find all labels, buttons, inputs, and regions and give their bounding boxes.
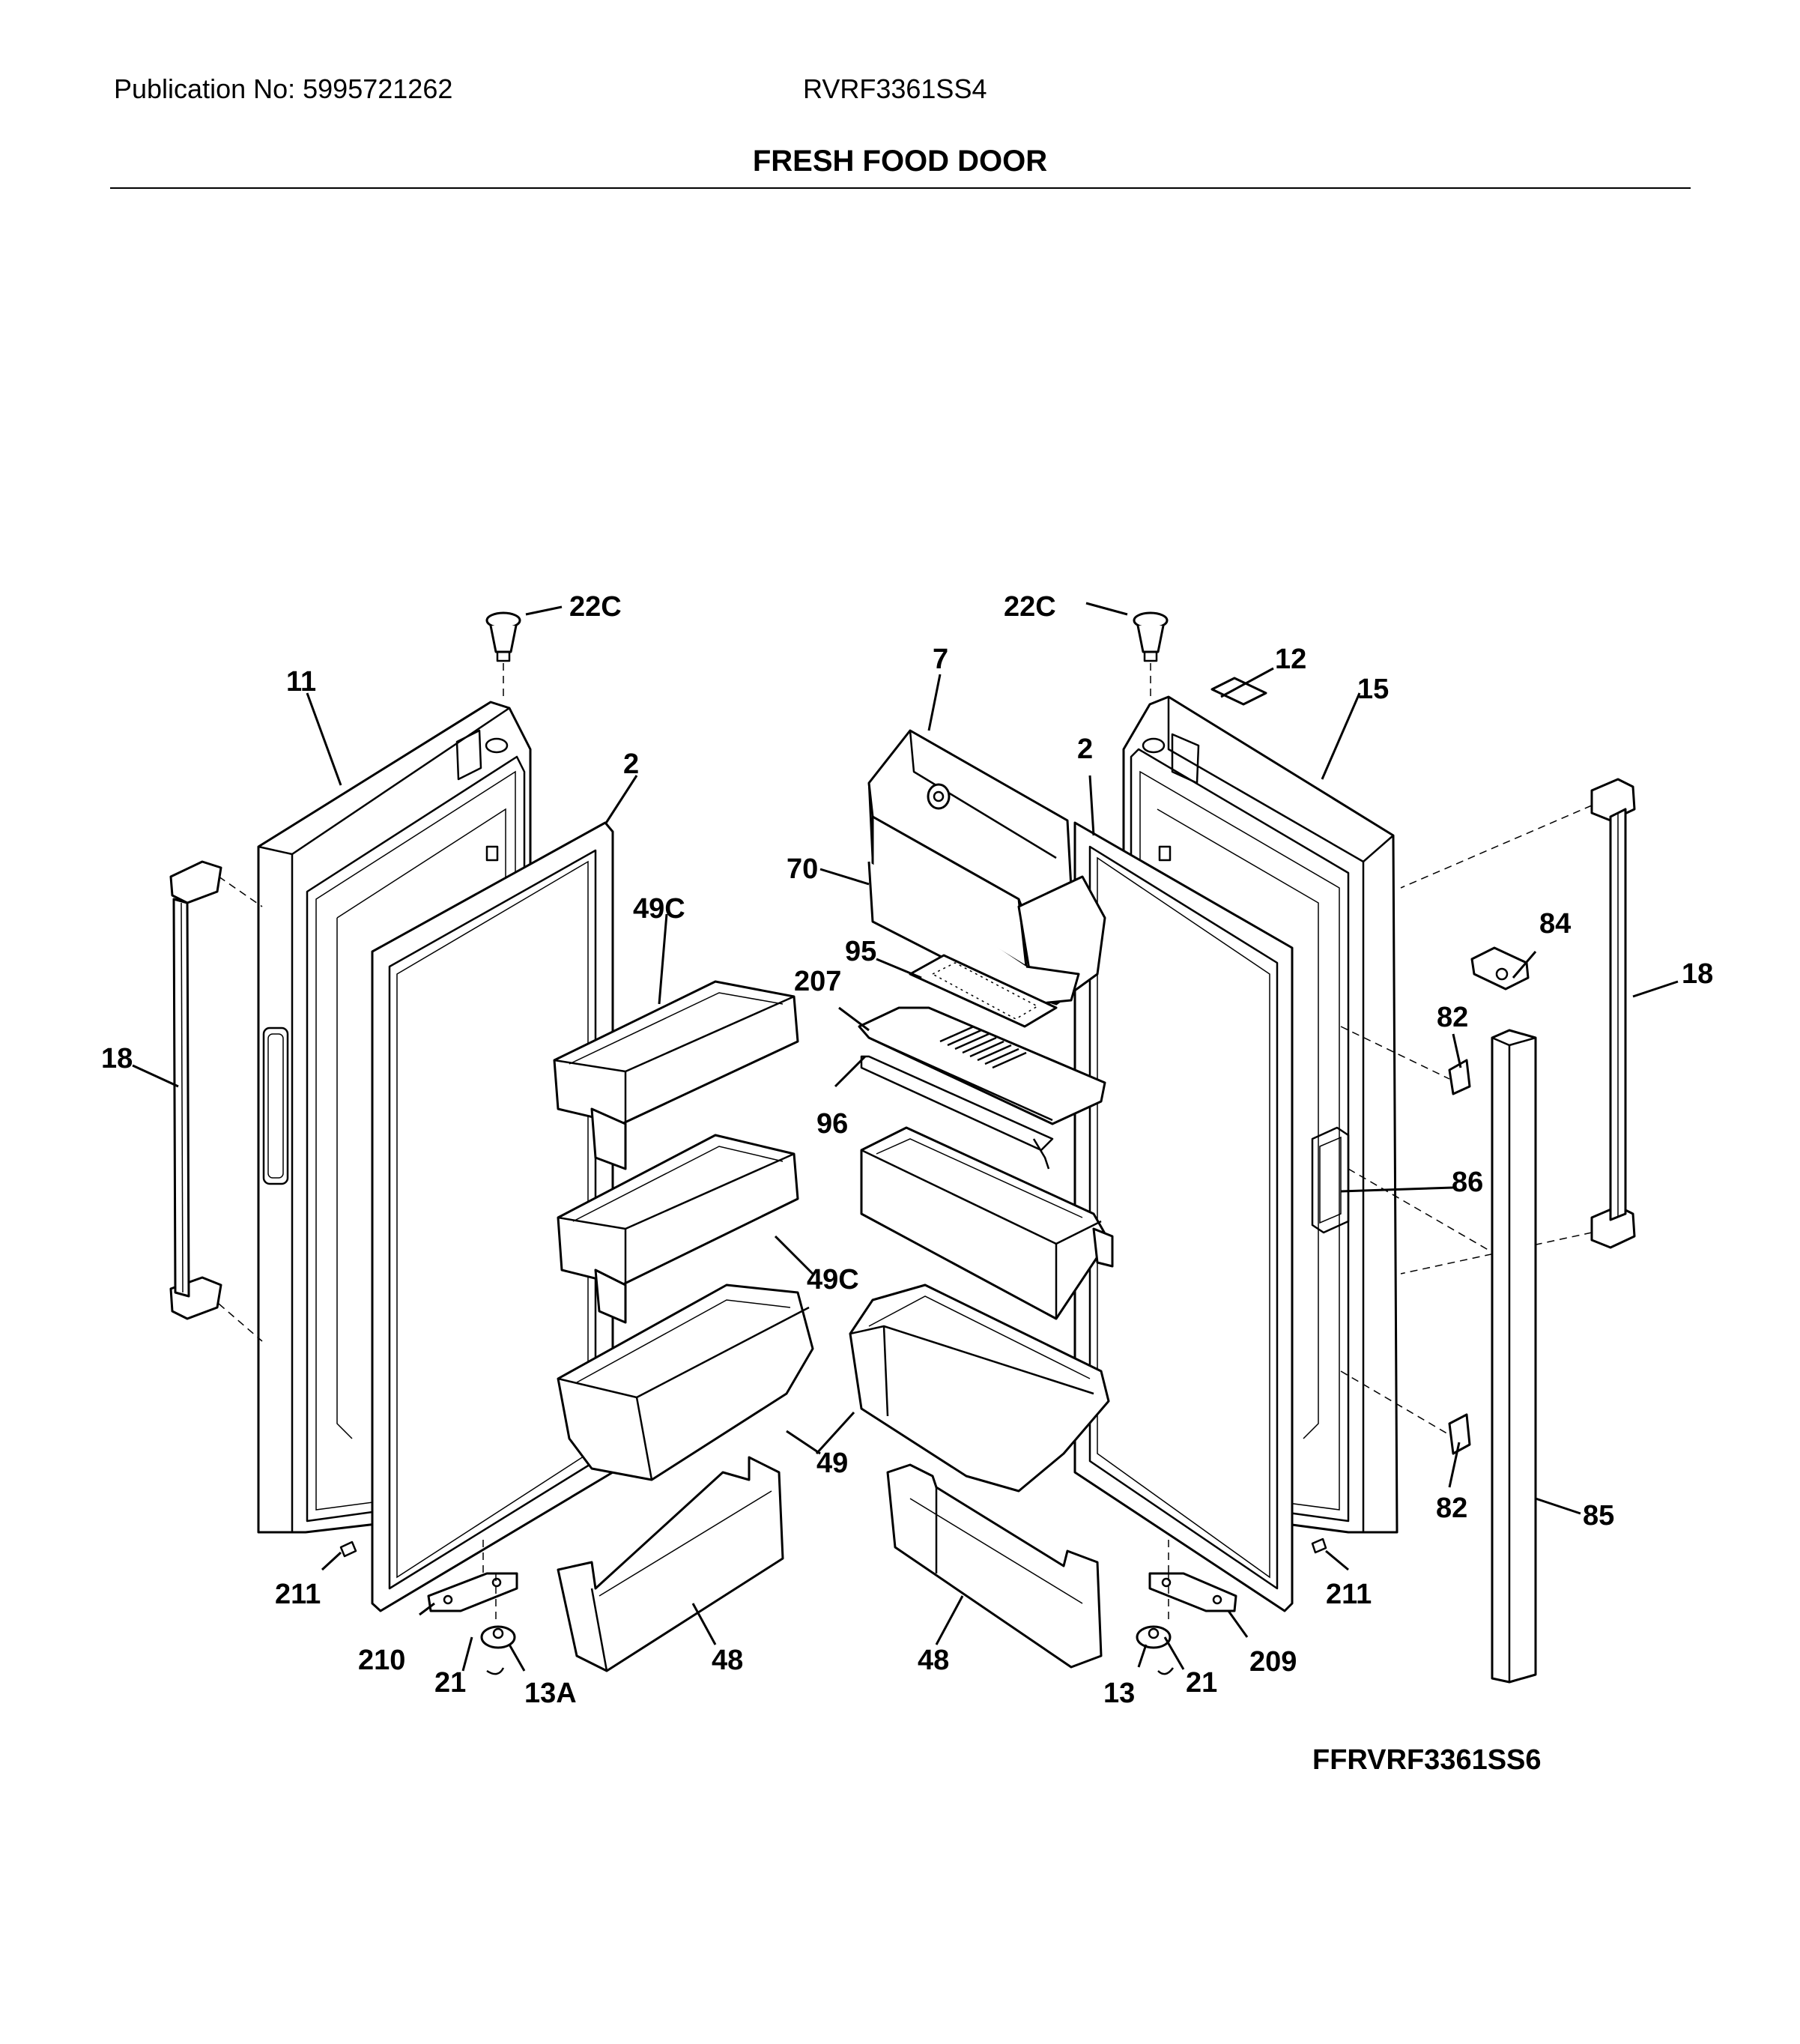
callout-label: 211 [1326, 1579, 1372, 1610]
callout-label: 2 [1077, 734, 1093, 765]
callout-label: 207 [794, 966, 841, 997]
handle-mount-clip-lower [1340, 1370, 1471, 1455]
model-number: RVRF3361SS4 [803, 73, 987, 104]
handle-trim [1491, 1029, 1537, 1684]
callout-label: 11 [286, 666, 316, 698]
handle-bracket [1348, 1168, 1491, 1252]
callout-label: 22C [1004, 591, 1056, 623]
callout-label: 70 [787, 853, 818, 885]
right-door-bin-middle [860, 1126, 1114, 1320]
callout-label: 15 [1357, 674, 1389, 705]
right-door-bin-lower [849, 1283, 1110, 1493]
callout-label: 82 [1437, 1002, 1468, 1033]
publication-number: Publication No: 5995721262 [114, 73, 453, 104]
callout-label: 82 [1436, 1493, 1467, 1524]
right-door-handle [1400, 778, 1636, 1275]
callout-label: 12 [1275, 644, 1306, 675]
callout-label: 13 [1103, 1678, 1135, 1709]
callout-label: 21 [434, 1667, 466, 1699]
drip-tray-base [860, 1055, 1054, 1170]
callout-label: 84 [1539, 908, 1571, 940]
handle-top-cap [1470, 946, 1530, 991]
callout-labels: 22C 22C 11 12 15 7 2 2 70 95 207 49C 96 … [101, 591, 1713, 1709]
callout-label: 18 [1682, 958, 1713, 990]
callout-leaders [132, 602, 1679, 1672]
callout-label: 49C [807, 1264, 859, 1295]
page-title: FRESH FOOD DOOR [752, 145, 1048, 178]
left-door-bottom-bin [557, 1456, 784, 1672]
callout-label: 22C [569, 591, 622, 623]
callout-label: 96 [816, 1108, 848, 1140]
callout-label: 18 [101, 1043, 133, 1074]
dispenser-lower-housing [867, 861, 1080, 1006]
left-door-bin-lower [557, 1283, 814, 1481]
callout-label: 49C [633, 893, 685, 925]
callout-label: 48 [712, 1645, 743, 1676]
drip-tray [858, 1006, 1106, 1125]
right-door-label-plate [1210, 677, 1267, 706]
right-bottom-hinge [1136, 1537, 1327, 1675]
callout-label: 211 [275, 1579, 321, 1610]
callout-label: 13A [524, 1678, 577, 1709]
left-door-bin-upper [553, 980, 799, 1170]
callout-label: 210 [358, 1645, 405, 1676]
left-door-bin-middle [557, 1134, 799, 1324]
callout-label: 2 [623, 749, 639, 780]
left-door-handle [169, 860, 263, 1342]
left-hinge-pin [485, 611, 521, 701]
header-divider [110, 187, 1691, 189]
callout-label: 209 [1249, 1646, 1297, 1678]
callout-label: 86 [1452, 1167, 1483, 1198]
left-bottom-hinge [339, 1540, 518, 1675]
figure-id: FFRVRF3361SS6 [1312, 1744, 1542, 1776]
callout-label: 95 [845, 936, 876, 967]
right-door-bottom-bin [886, 1463, 1103, 1669]
right-door-gasket [1073, 821, 1294, 1612]
right-hinge-pin [1133, 611, 1169, 701]
callout-label: 85 [1583, 1500, 1614, 1532]
filter-screen [909, 954, 1058, 1028]
callout-label: 48 [918, 1645, 949, 1676]
handle-mount-clip-upper [1340, 1026, 1471, 1095]
callout-label: 7 [933, 644, 948, 675]
callout-label: 49 [816, 1448, 848, 1479]
callout-label: 21 [1186, 1667, 1217, 1699]
dispenser-housing [867, 729, 1106, 1006]
